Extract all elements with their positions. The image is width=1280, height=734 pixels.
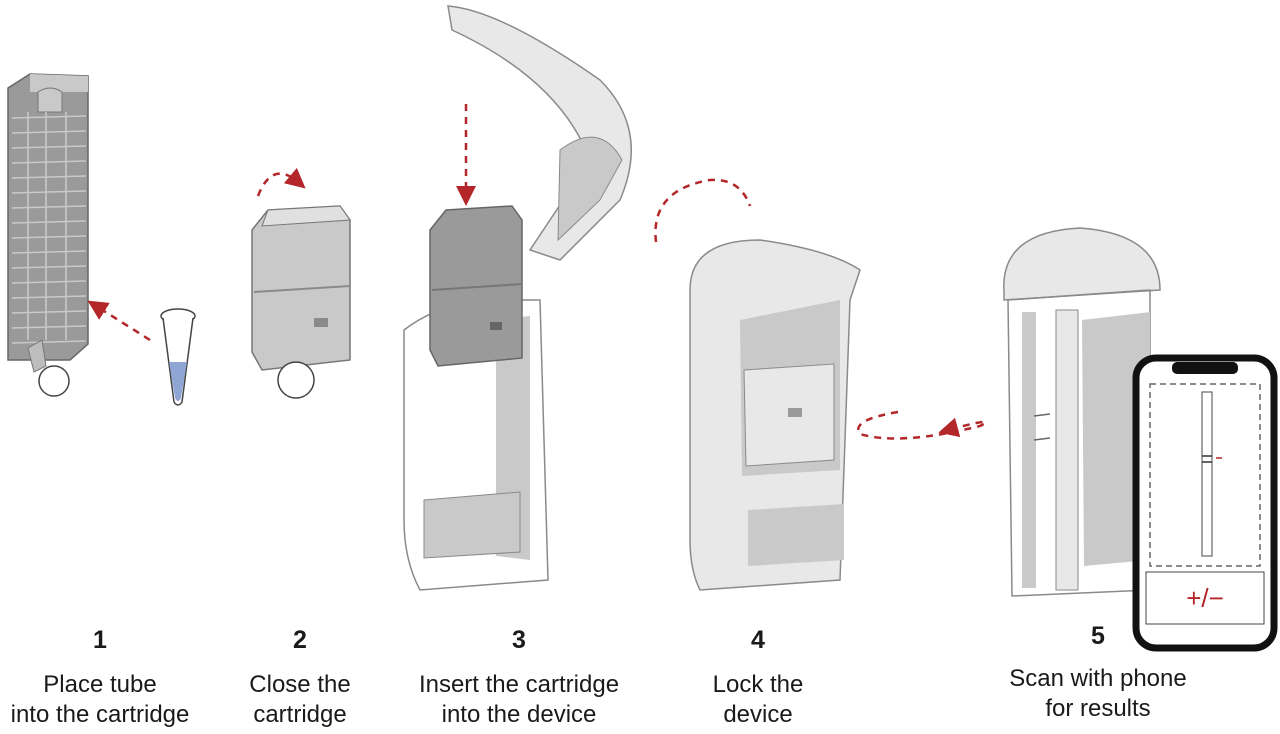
sample-tube-icon xyxy=(160,308,196,406)
step1-label-line2: into the cartridge xyxy=(10,701,190,728)
step5-label-line1: Scan with phone xyxy=(1009,665,1187,692)
step1-number: 1 xyxy=(93,626,107,654)
step2-number: 2 xyxy=(293,626,307,654)
step5-number: 5 xyxy=(1091,622,1105,650)
step3-number: 3 xyxy=(512,626,526,654)
arrow-rotate-device xyxy=(857,410,987,440)
step4-locked-device-icon xyxy=(654,178,861,591)
phone-result-label: +/− xyxy=(1186,583,1224,613)
step3-open-device-icon xyxy=(403,5,632,591)
tube-liquid xyxy=(169,362,187,401)
step3-label-line1: Insert the cartridge xyxy=(418,671,620,698)
step2-label-line1: Close the xyxy=(249,671,351,698)
step1-cartridge-open-icon xyxy=(7,73,89,397)
phone-icon: +/− xyxy=(1132,354,1278,652)
step4-label-line1: Lock the xyxy=(712,671,804,698)
arrow-tube-to-cartridge xyxy=(87,300,151,342)
step1-label-line1: Place tube xyxy=(43,671,157,698)
step3-label-line2: into the device xyxy=(441,701,597,728)
step4-label-line2: device xyxy=(723,701,793,728)
step2-label-line2: cartridge xyxy=(253,701,347,728)
step5-label-line2: for results xyxy=(1045,695,1151,722)
step4-number: 4 xyxy=(751,626,765,654)
step2-closed-cartridge-icon xyxy=(251,167,351,399)
